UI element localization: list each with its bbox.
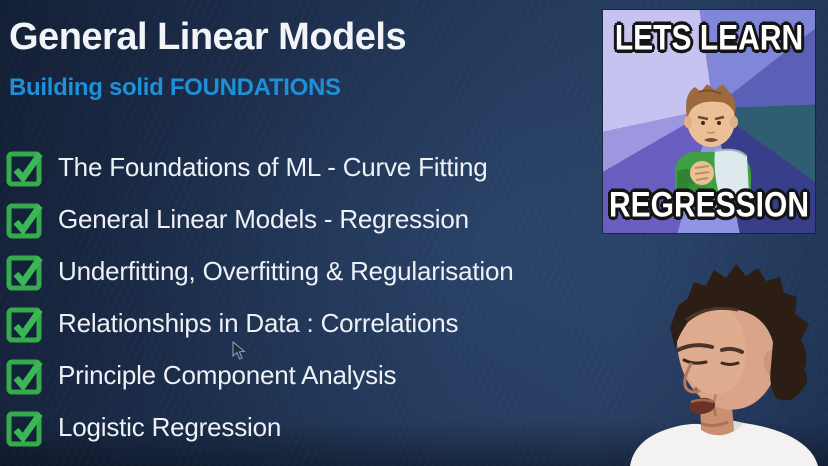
checklist-item: Relationships in Data : Correlations (5, 304, 514, 343)
meme-bottom-caption: REGRESSION (608, 185, 810, 225)
checklist-item: The Foundations of ML - Curve Fitting (5, 148, 514, 187)
meme-top-caption: LETS LEARN (614, 18, 804, 58)
checklist-item-label: Relationships in Data : Correlations (58, 308, 459, 338)
checkbox-checked-icon (6, 203, 43, 239)
checkbox-checked-icon (6, 359, 43, 395)
checklist-item-label: Principle Component Analysis (58, 360, 397, 390)
success-kid-icon (675, 84, 751, 196)
checklist-item-label: The Foundations of ML - Curve Fitting (58, 152, 488, 182)
checkbox-checked-icon (6, 307, 43, 343)
checklist-item: Underfitting, Overfitting & Regularisati… (5, 252, 514, 291)
checklist-item-label: Logistic Regression (58, 412, 282, 442)
checklist-item: Principle Component Analysis (5, 356, 514, 395)
meme-image: LETS LEARN (603, 10, 815, 233)
topic-checklist: The Foundations of ML - Curve Fitting Ge… (5, 148, 514, 447)
presenter-webcam (630, 264, 818, 466)
page-title: General Linear Models (9, 16, 407, 58)
checkbox-checked-icon (6, 151, 43, 187)
checkbox-checked-icon (6, 255, 43, 291)
checkbox-checked-icon (6, 411, 43, 447)
checklist-item-label: Underfitting, Overfitting & Regularisati… (58, 256, 514, 286)
checklist-item: General Linear Models - Regression (5, 200, 514, 239)
page-subtitle: Building solid FOUNDATIONS (9, 74, 341, 101)
checklist-item: Logistic Regression (5, 408, 514, 447)
mouse-cursor (232, 341, 246, 360)
checklist-item-label: General Linear Models - Regression (58, 204, 469, 234)
